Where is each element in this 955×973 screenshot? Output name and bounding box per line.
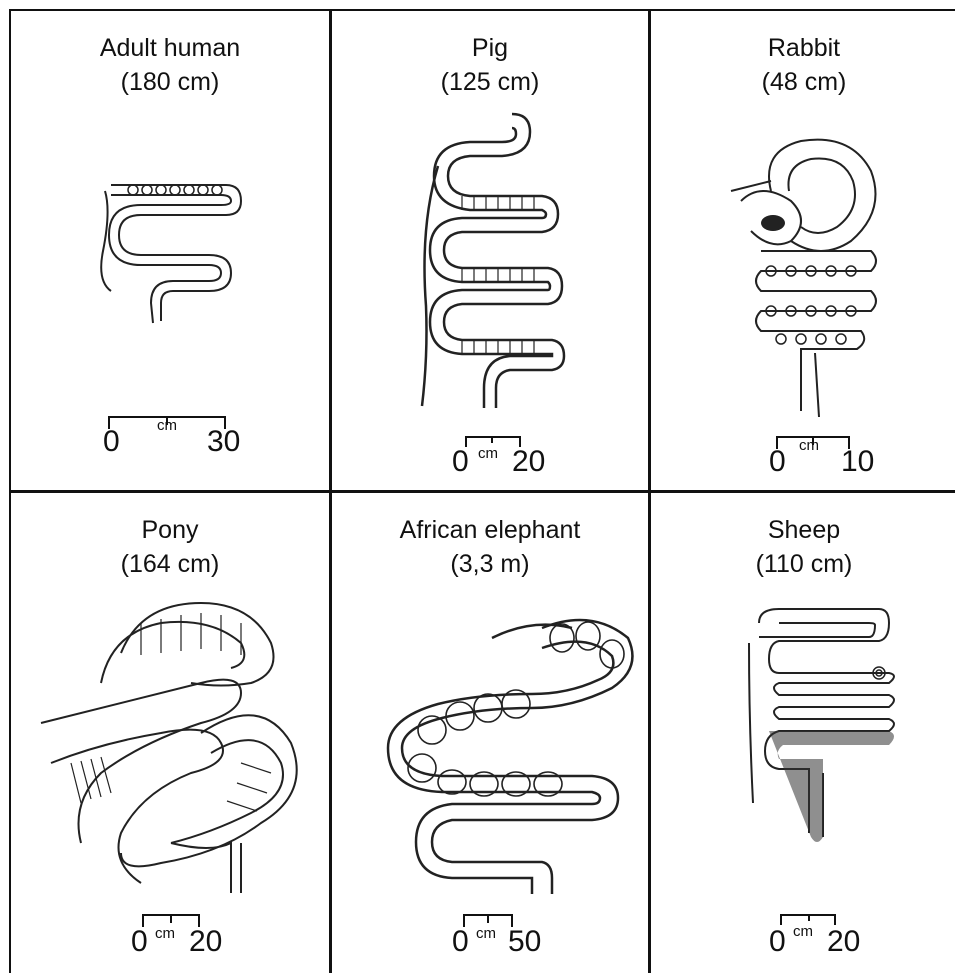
human-intestine-drawing bbox=[91, 171, 251, 351]
comparison-grid: Adult human (180 cm) 0 cm 30 Pig bbox=[9, 9, 955, 973]
scale-bar: 0 cm 50 bbox=[452, 911, 552, 971]
scale-unit-label: cm bbox=[793, 923, 813, 940]
intestine-length: (48 cm) bbox=[651, 65, 955, 99]
intestine-length: (110 cm) bbox=[651, 547, 955, 581]
scale-end-label: 10 bbox=[841, 445, 874, 479]
scale-unit-label: cm bbox=[155, 925, 175, 942]
intestine-length: (125 cm) bbox=[332, 65, 648, 99]
animal-name: Adult human bbox=[11, 31, 329, 65]
scale-unit-label: cm bbox=[799, 437, 819, 454]
panel-title: Adult human (180 cm) bbox=[11, 31, 329, 99]
panel-rabbit: Rabbit (48 cm) bbox=[651, 11, 955, 490]
animal-name: Pig bbox=[332, 31, 648, 65]
scale-end-label: 20 bbox=[512, 445, 545, 479]
pig-intestine-drawing bbox=[412, 106, 572, 416]
scale-start-label: 0 bbox=[769, 445, 786, 479]
scale-bar: 0 cm 20 bbox=[131, 911, 231, 971]
panel-title: Sheep (110 cm) bbox=[651, 513, 955, 581]
scale-unit-label: cm bbox=[157, 417, 177, 434]
animal-name: Rabbit bbox=[651, 31, 955, 65]
scale-end-label: 20 bbox=[827, 925, 860, 959]
panel-sheep: Sheep (110 cm) 0 cm 20 bbox=[651, 493, 955, 973]
intestine-length: (3,3 m) bbox=[332, 547, 648, 581]
scale-bar: 0 cm 30 bbox=[103, 411, 243, 471]
panel-african-elephant: African elephant (3,3 m) 0 cm 50 bbox=[332, 493, 648, 973]
intestine-length: (180 cm) bbox=[11, 65, 329, 99]
rabbit-intestine-drawing bbox=[731, 131, 891, 421]
scale-end-label: 30 bbox=[207, 425, 240, 459]
panel-title: Pony (164 cm) bbox=[11, 513, 329, 581]
scale-start-label: 0 bbox=[131, 925, 148, 959]
animal-name: Pony bbox=[11, 513, 329, 547]
scale-start-label: 0 bbox=[769, 925, 786, 959]
intestine-length: (164 cm) bbox=[11, 547, 329, 581]
panel-pig: Pig (125 cm) 0 cm 20 bbox=[332, 11, 648, 490]
panel-title: African elephant (3,3 m) bbox=[332, 513, 648, 581]
elephant-intestine-drawing bbox=[392, 598, 642, 898]
scale-start-label: 0 bbox=[452, 925, 469, 959]
scale-bar: 0 cm 20 bbox=[769, 911, 869, 971]
animal-name: African elephant bbox=[332, 513, 648, 547]
scale-bar: 0 cm 10 bbox=[769, 431, 879, 491]
panel-title: Pig (125 cm) bbox=[332, 31, 648, 99]
scale-end-label: 50 bbox=[508, 925, 541, 959]
pony-intestine-drawing bbox=[41, 593, 311, 893]
panel-pony: Pony (164 cm) 0 cm bbox=[11, 493, 329, 973]
scale-bar: 0 cm 20 bbox=[452, 431, 552, 491]
panel-title: Rabbit (48 cm) bbox=[651, 31, 955, 99]
animal-name: Sheep bbox=[651, 513, 955, 547]
scale-start-label: 0 bbox=[452, 445, 469, 479]
panel-adult-human: Adult human (180 cm) 0 cm 30 bbox=[11, 11, 329, 490]
scale-unit-label: cm bbox=[478, 445, 498, 462]
scale-start-label: 0 bbox=[103, 425, 120, 459]
sheep-intestine-drawing bbox=[739, 603, 899, 873]
scale-end-label: 20 bbox=[189, 925, 222, 959]
scale-unit-label: cm bbox=[476, 925, 496, 942]
